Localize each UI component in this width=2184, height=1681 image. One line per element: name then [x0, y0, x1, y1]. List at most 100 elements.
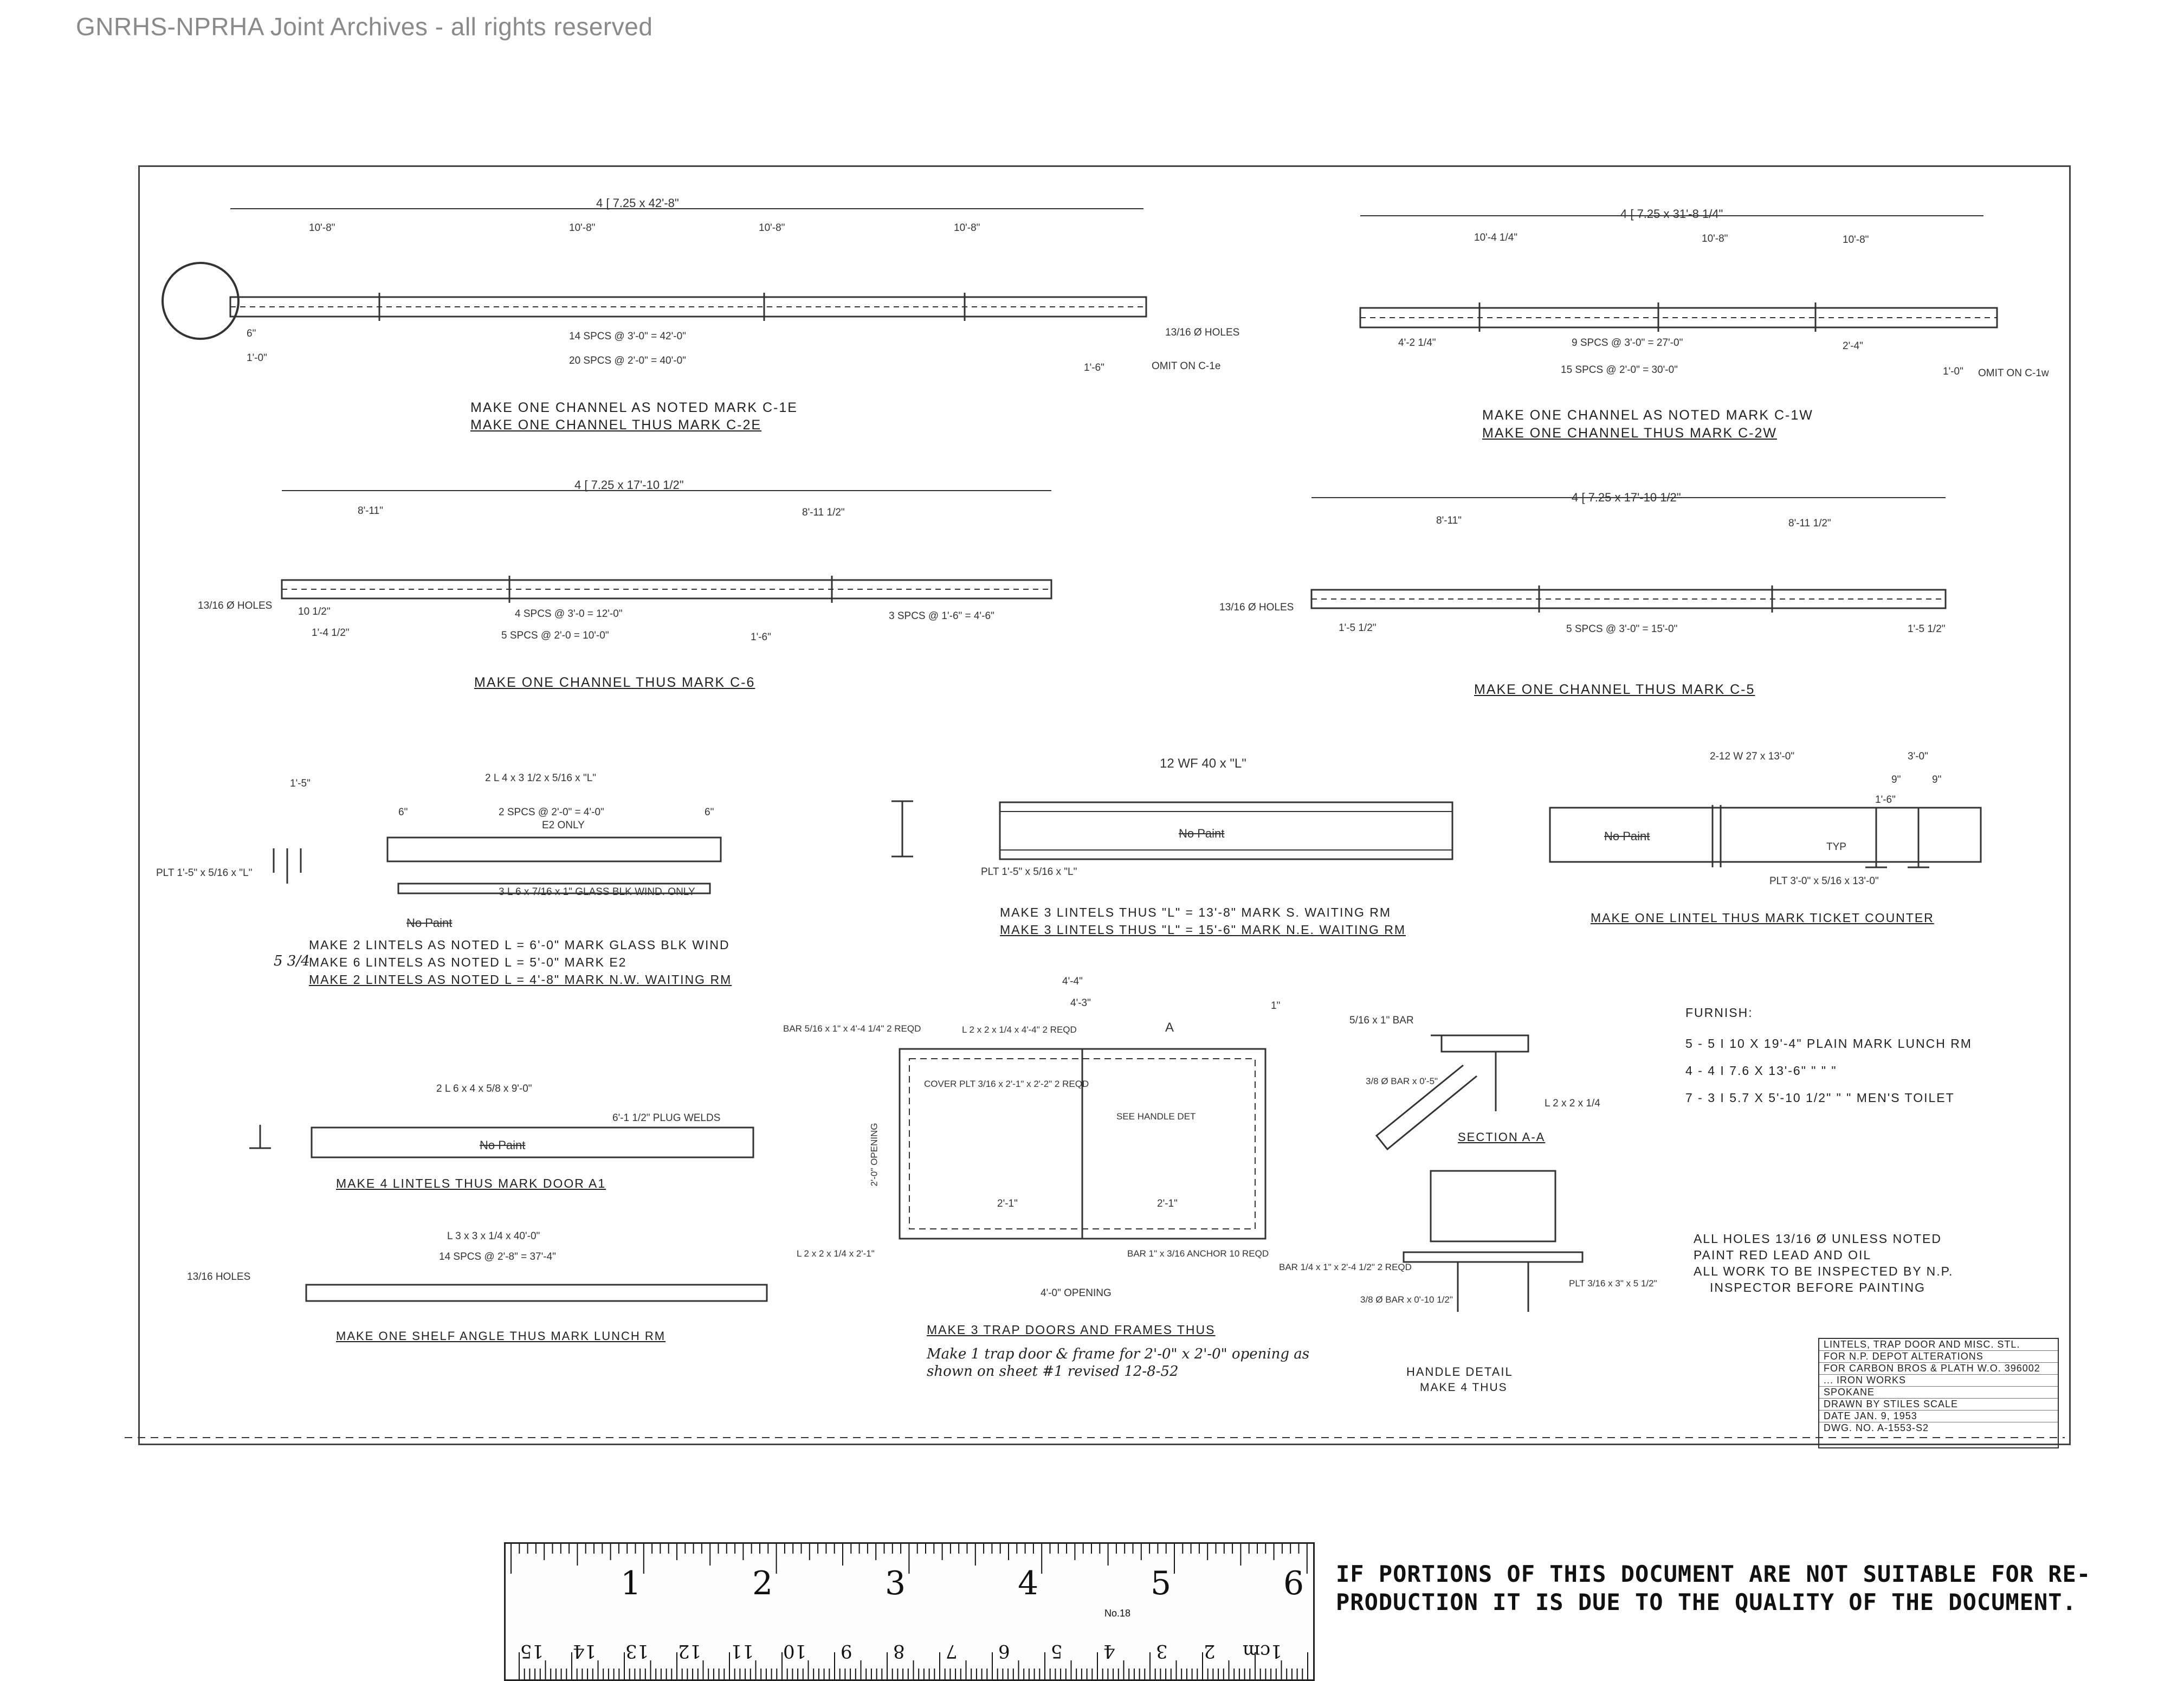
- trap-bar-bot: BAR 1/4 x 1" x 2'-4 1/2" 2 REQD: [1279, 1262, 1412, 1272]
- trap-bar-top: BAR 5/16 x 1" x 4'-4 1/4" 2 REQD: [783, 1023, 921, 1034]
- glass-lintel-spacing: 2 SPCS @ 2'-0" = 4'-0": [499, 807, 604, 818]
- section-angle: L 2 x 2 x 1/4: [1545, 1098, 1600, 1109]
- trap-caption: Make 3 Trap Doors And Frames Thus: [927, 1323, 1216, 1337]
- handle-plate: PLT 3/16 x 3" x 5 1/2": [1569, 1278, 1657, 1289]
- trap-see-handle: SEE HANDLE DET: [1116, 1111, 1196, 1122]
- no-paint-note: No Paint: [1604, 829, 1650, 843]
- trap-half: 2'-1": [1157, 1198, 1178, 1209]
- caption-c1w: Make One Channel As Noted Mark C-1w: [1482, 408, 1813, 423]
- spacing-dim: 5 SPCS @ 2'-0 = 10'-0": [501, 630, 609, 641]
- door-lintel-welds: 6'-1 1/2" PLUG WELDS: [612, 1112, 721, 1124]
- end-dim: 10 1/2": [298, 606, 331, 617]
- disclaimer-line: PRODUCTION IT IS DUE TO THE QUALITY OF T…: [1336, 1589, 2077, 1615]
- ruler-inch: 1: [621, 1564, 642, 1602]
- furnish-item: 7 - 3 I 5.7 x 5'-10 1/2" " " Men's Toile…: [1685, 1091, 1955, 1105]
- overall-dim-c5: 4 [ 7.25 x 17'-10 1/2": [1572, 491, 1681, 504]
- spacing-dim: 14 SPCS @ 3'-0" = 42'-0": [569, 331, 686, 342]
- section-bar-top: 5/16 x 1" BAR: [1349, 1015, 1414, 1026]
- glass-lintel-top: 2 L 4 x 3 1/2 x 5/16 x "L": [485, 772, 597, 784]
- ruler-cm: 3: [1156, 1640, 1168, 1662]
- wf-lintel-line-1: Make 3 Lintels Thus "L" = 13'-8" Mark S.…: [1000, 905, 1392, 919]
- end-dim: 1'-0": [247, 352, 267, 364]
- quality-disclaimer: IF PORTIONS OF THIS DOCUMENT ARE NOT SUI…: [1336, 1560, 2091, 1616]
- segment-dim: 8'-11 1/2": [1788, 518, 1831, 529]
- trap-dim: 4'-4": [1062, 976, 1083, 987]
- ruler-cm: 5: [1051, 1640, 1063, 1662]
- revision-note: Make 1 trap door & frame for 2'-0" x 2'-…: [927, 1346, 1310, 1380]
- trap-opening-bot: 4'-0" OPENING: [1041, 1287, 1112, 1299]
- title-block-line: SPOKANE: [1819, 1387, 2058, 1399]
- general-note: Inspector Before Painting: [1710, 1280, 1926, 1294]
- holes-note: 13/16 Ø HOLES: [198, 600, 273, 611]
- glass-lintel-plate: PLT 1'-5" x 5/16 x "L": [156, 867, 253, 879]
- spacing-dim: 15 SPCS @ 2'-0" = 30'-0": [1561, 364, 1678, 376]
- end-dim: 2'-4": [1843, 340, 1863, 352]
- glass-lintel-dim: 1'-5": [290, 778, 311, 789]
- shelf-angle-spacing: 14 SPCS @ 2'-8" = 37'-4": [439, 1251, 556, 1263]
- ticket-lintel-dim: 9": [1891, 774, 1901, 785]
- ruler-cm: 10: [783, 1640, 807, 1662]
- ruler-cm: 1cm: [1243, 1640, 1282, 1662]
- caption-c2e: Make One Channel Thus Mark C-2e: [470, 417, 762, 433]
- shelf-angle-caption: Make One Shelf Angle Thus Mark Lunch Rm: [336, 1329, 666, 1343]
- ticket-lintel-top: 2-12 W 27 x 13'-0": [1710, 751, 1795, 762]
- general-note: Paint Red Lead And Oil: [1694, 1248, 1872, 1262]
- caption-c2w: Make One Channel Thus Mark C-2w: [1482, 426, 1778, 441]
- overall-dim-c1w: 4 [ 7.25 x 31'-8 1/4": [1620, 207, 1723, 221]
- ruler-inch: 3: [885, 1564, 906, 1602]
- ruler-cm: 13: [625, 1640, 649, 1662]
- end-dim: 1'-4 1/2": [312, 627, 350, 639]
- wf-lintel-top: 12 WF 40 x "L": [1160, 756, 1246, 771]
- end-dim: 1'-6": [1084, 362, 1104, 373]
- furnish-item: 4 - 4 I 7.6 x 13'-6" " " ": [1685, 1064, 1837, 1078]
- end-dim: 1'-5 1/2": [1908, 623, 1946, 635]
- trap-dim: 4'-3": [1070, 997, 1091, 1009]
- door-lintel-caption: Make 4 Lintels Thus Mark Door A1: [336, 1176, 606, 1190]
- spacing-dim: 20 SPCS @ 2'-0" = 40'-0": [569, 355, 686, 366]
- trap-angle-bot: L 2 x 2 x 1/4 x 2'-1": [797, 1248, 875, 1259]
- overall-dim-c1e: 4 [ 7.25 x 42'-8": [596, 196, 679, 210]
- ruler-cm: 6: [998, 1640, 1010, 1662]
- ruler-inch: 2: [752, 1564, 773, 1602]
- glass-lintel-only: E2 ONLY: [542, 820, 585, 831]
- ruler-inch: 6: [1283, 1564, 1304, 1602]
- glass-lintel-line-2: Make 6 Lintels As Noted L = 5'-0" Mark E…: [309, 955, 627, 969]
- general-note: All Holes 13/16 Ø Unless Noted: [1694, 1232, 1942, 1246]
- spacing-dim: 9 SPCS @ 3'-0" = 27'-0": [1572, 337, 1683, 349]
- title-block-line: DATE JAN. 9, 1953: [1819, 1411, 2058, 1422]
- ruler-ticks: [511, 1544, 1308, 1679]
- wf-lintel-line-2: Make 3 Lintels Thus "L" = 15'-6" Mark N.…: [1000, 923, 1406, 937]
- omit-note: OMIT ON C-1e: [1152, 360, 1221, 372]
- holes-note: 13/16 Ø HOLES: [1219, 602, 1294, 613]
- title-block-line: DRAWN BY STILES SCALE: [1819, 1399, 2058, 1411]
- segment-dim: 10'-8": [1843, 234, 1869, 246]
- ruler-cm: 2: [1204, 1640, 1216, 1662]
- trap-anchor: BAR 1" x 3/16 ANCHOR 10 REQD: [1127, 1248, 1269, 1259]
- end-dim: 1'-6": [751, 632, 771, 643]
- end-dim: 1'-5 1/2": [1339, 622, 1377, 634]
- furnish-title: Furnish:: [1685, 1006, 1753, 1020]
- no-paint-note: No Paint: [480, 1138, 526, 1152]
- segment-dim: 8'-11": [1436, 515, 1462, 526]
- ticket-lintel-dim: 9": [1932, 774, 1942, 785]
- door-lintel-top: 2 L 6 x 4 x 5/8 x 9'-0": [436, 1083, 532, 1094]
- end-dim: 4'-2 1/4": [1398, 337, 1436, 349]
- margin-note: 5 3/4: [274, 953, 310, 969]
- end-dim: 6": [247, 328, 256, 339]
- archive-watermark: GNRHS-NPRHA Joint Archives - all rights …: [76, 12, 653, 41]
- scale-ruler: 1 2 3 4 5 6 No.18 1cm 2 3 4 5 6 7 8 9 10…: [504, 1542, 1315, 1681]
- ruler-cm: 11: [731, 1640, 754, 1662]
- end-dim: 1'-0": [1943, 366, 1963, 377]
- section-title: Section A-A: [1458, 1130, 1546, 1144]
- segment-dim: 10'-8": [954, 222, 980, 234]
- trap-angle-top: L 2 x 2 x 1/4 x 4'-4" 2 REQD: [962, 1025, 1077, 1035]
- ruler-cm: 12: [678, 1640, 702, 1662]
- ruler-number: No.18: [1104, 1608, 1131, 1619]
- ruler-cm: 4: [1103, 1640, 1115, 1662]
- shelf-angle-holes: 13/16 HOLES: [187, 1271, 251, 1283]
- trap-section-marker: A: [1165, 1020, 1174, 1035]
- overall-dim-c6: 4 [ 7.25 x 17'-10 1/2": [574, 478, 684, 492]
- caption-c6: Make One Channel Thus Mark C-6: [474, 675, 755, 690]
- handle-bar: 3/8 Ø BAR x 0'-10 1/2": [1360, 1294, 1453, 1305]
